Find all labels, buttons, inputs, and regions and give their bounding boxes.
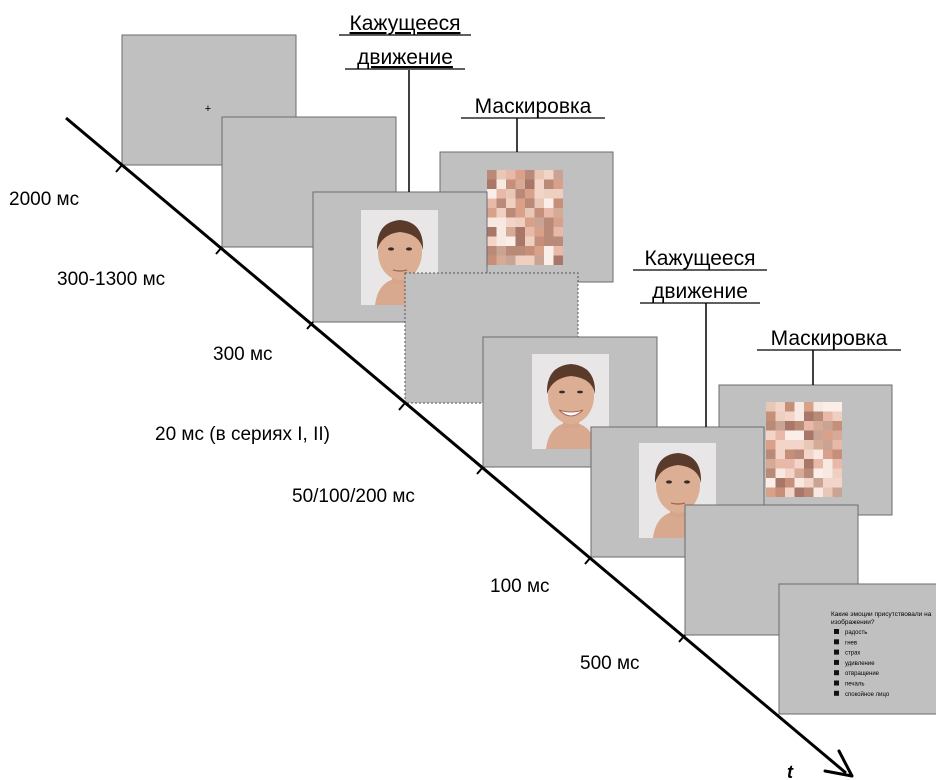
- duration-label-fixation: 2000 мс: [9, 189, 79, 210]
- apparent-motion-label-2-line-1: Кажущееся: [645, 247, 756, 270]
- question-prompt-line-1: Какие эмоции присутствовали на: [831, 611, 932, 618]
- mosaic-mask-1: [487, 170, 563, 265]
- duration-label-face-3: 100 мс: [490, 576, 550, 597]
- question-prompt-line-2: изображении?: [831, 618, 875, 626]
- option-label-4: отвращение: [845, 671, 880, 677]
- option-checkbox-2: [834, 649, 839, 655]
- apparent-motion-label-1-line-2: движение: [357, 46, 453, 69]
- option-label-1: гнев: [845, 640, 857, 646]
- time-axis-arrowhead: [823, 749, 854, 778]
- axis-ticks: [115, 164, 686, 643]
- face-photo-happy: [532, 354, 609, 449]
- question-screen: [778, 583, 936, 715]
- mosaic-mask-2: [766, 402, 842, 497]
- option-checkbox-6: [834, 690, 839, 696]
- option-label-0: радость: [845, 630, 867, 636]
- apparent-motion-label-2-line-2: движение: [652, 280, 748, 303]
- option-checkbox-0: [834, 629, 839, 634]
- option-label-5: печаль: [845, 682, 864, 688]
- option-checkbox-5: [834, 680, 839, 686]
- duration-label-face-2: 50/100/200 мс: [292, 486, 415, 507]
- option-label-2: страх: [845, 651, 860, 657]
- duration-label-face-1: 300 мс: [213, 344, 273, 365]
- option-label-3: удивление: [845, 661, 875, 667]
- duration-label-blank-2: 500 мс: [580, 653, 640, 674]
- option-label-6: спокойное лицо: [845, 691, 890, 698]
- option-checkbox-3: [834, 659, 839, 665]
- time-axis: [65, 116, 847, 775]
- duration-label-gap: 20 мс (в сериях I, II): [155, 424, 330, 445]
- masking-label-2: Маскировка: [771, 327, 888, 350]
- emotion-options-list: радость гнев страх удивление отвращение печал…: [834, 629, 890, 698]
- apparent-motion-label-1-line-1: Кажущееся: [350, 12, 461, 35]
- option-checkbox-1: [834, 639, 839, 645]
- masking-label-1: Маскировка: [475, 95, 592, 118]
- option-checkbox-4: [834, 670, 839, 676]
- duration-label-blank: 300-1300 мс: [57, 269, 165, 290]
- time-axis-label: t: [787, 762, 794, 780]
- fixation-cross: +: [205, 103, 211, 115]
